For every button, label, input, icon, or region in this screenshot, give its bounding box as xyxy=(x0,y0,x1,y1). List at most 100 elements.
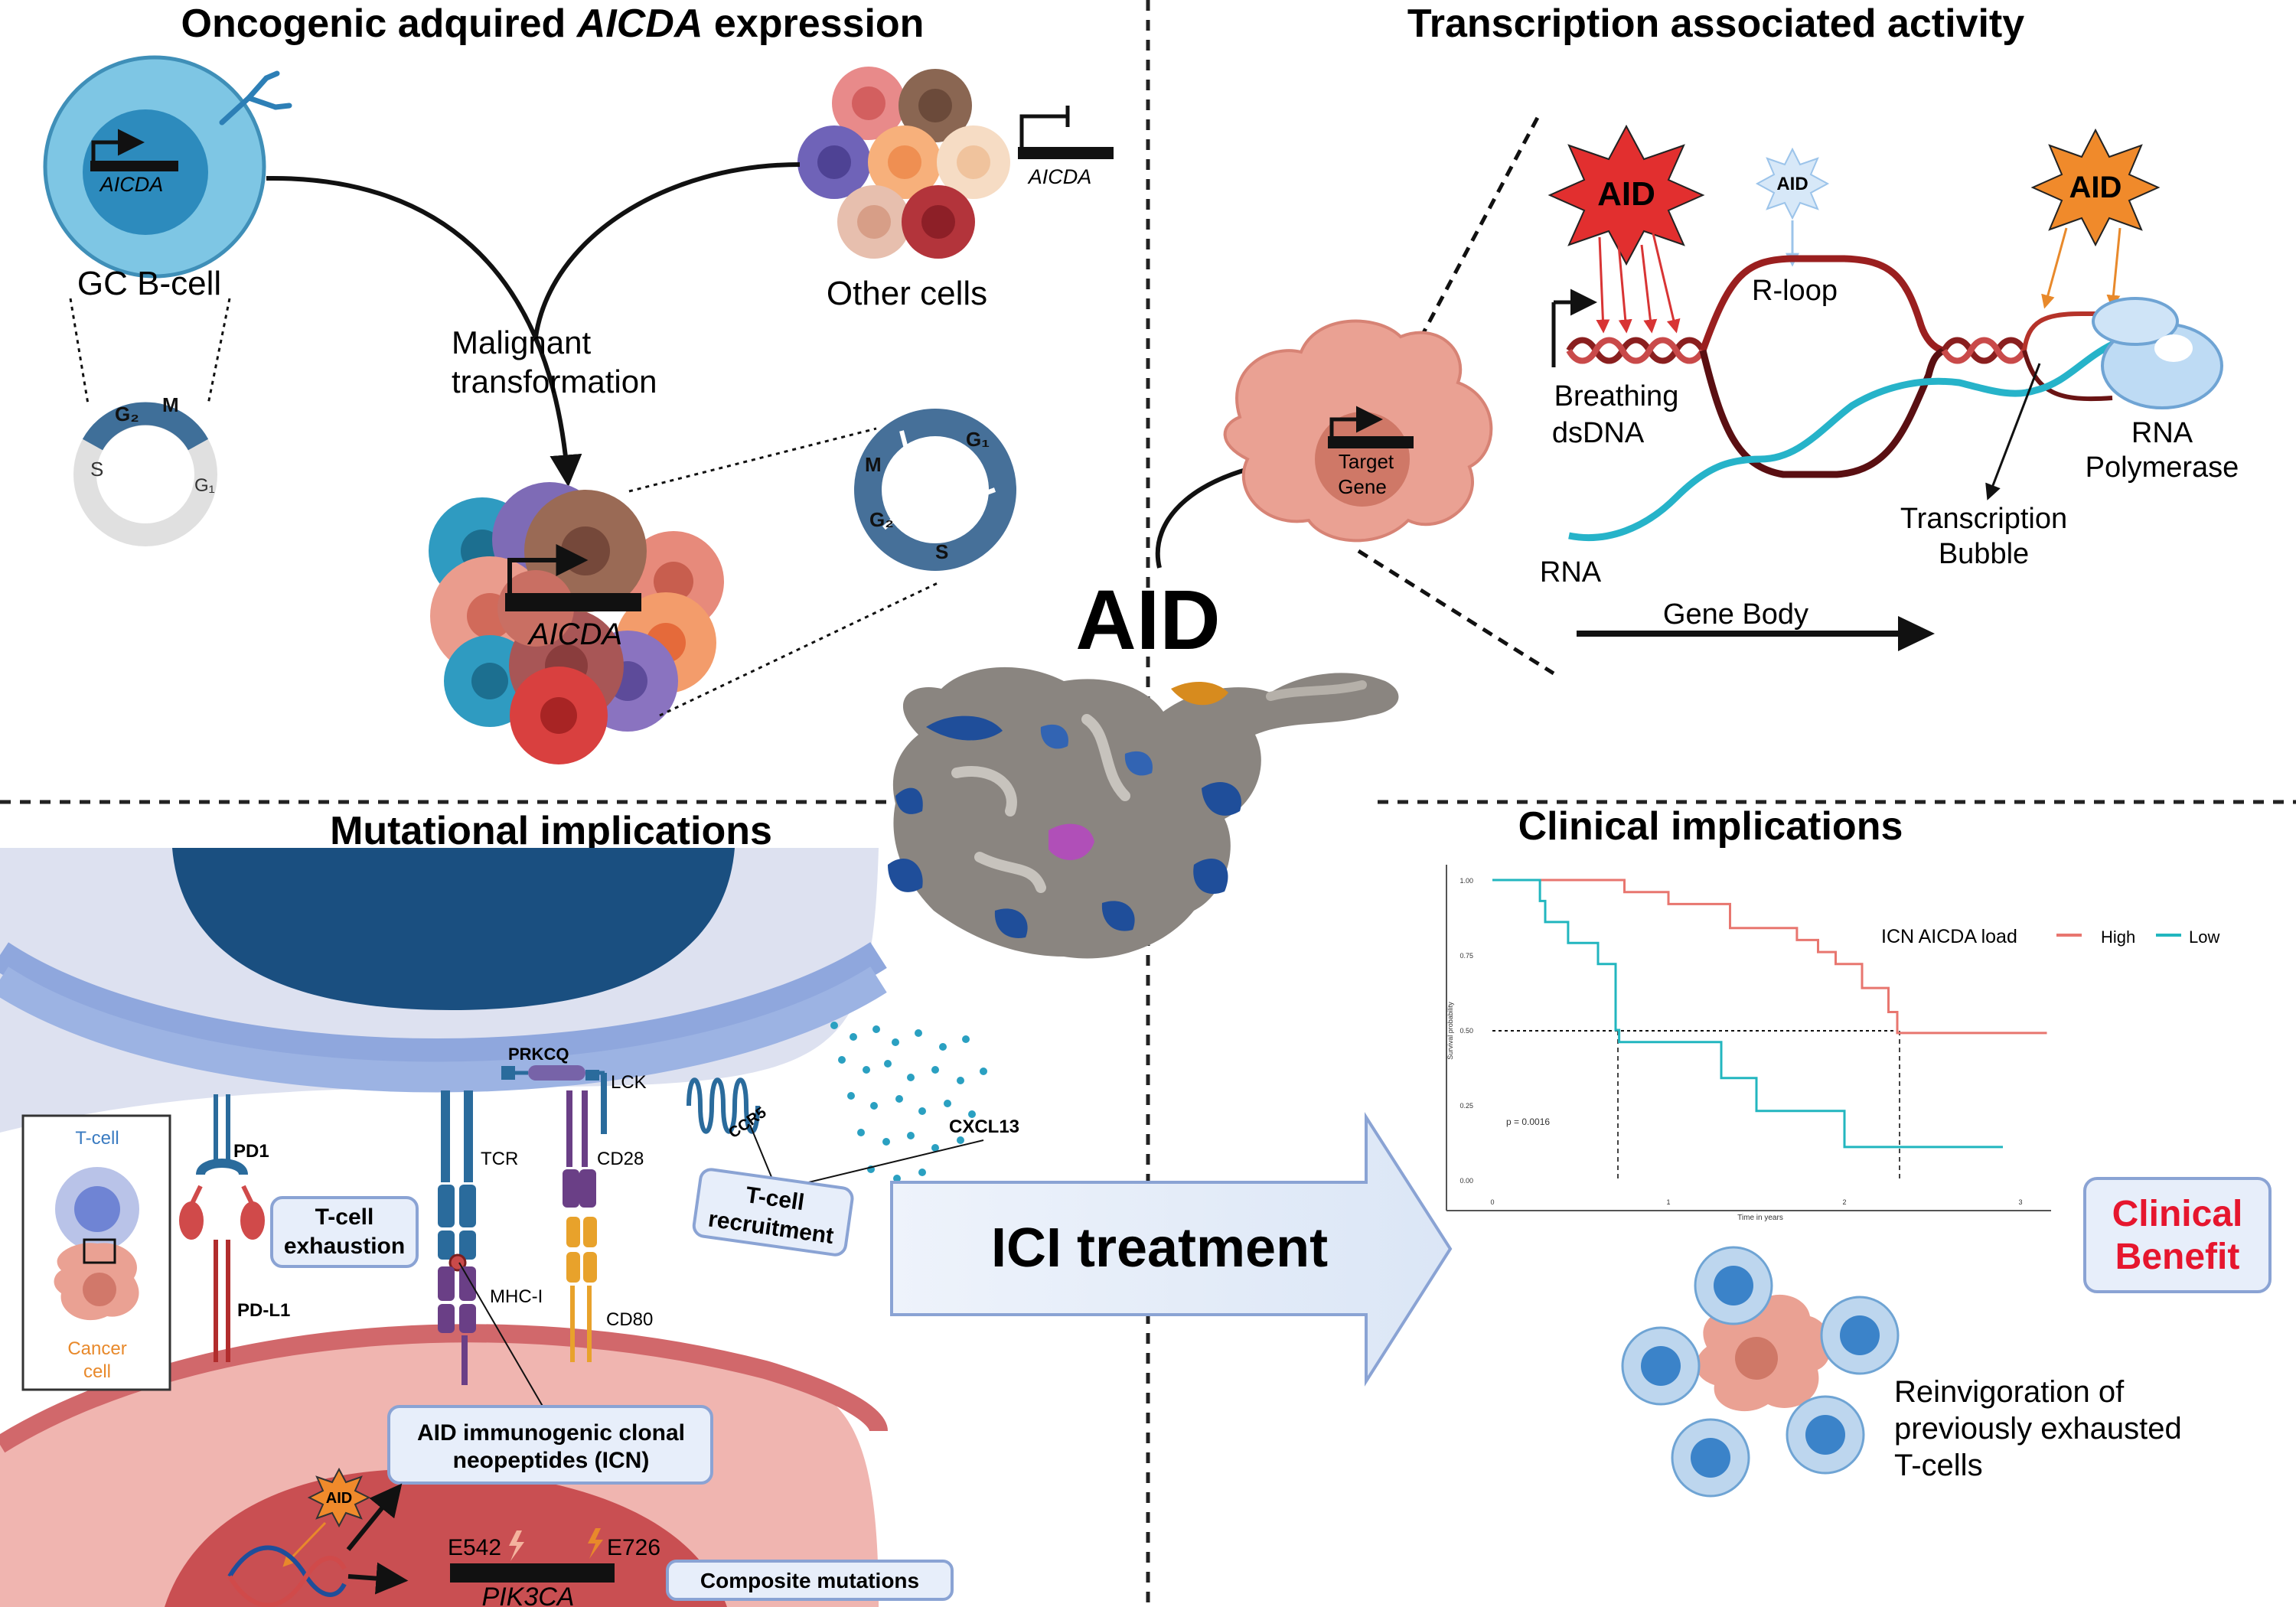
inset-tcell-cancer: T-cell Cancer cell xyxy=(21,1114,171,1391)
km-xtick-label: 3 xyxy=(2018,1198,2022,1206)
aid-star-red: AID xyxy=(1548,124,1705,266)
km-xtick-label: 0 xyxy=(1490,1198,1494,1206)
svg-text:Composite mutations: Composite mutations xyxy=(700,1569,919,1592)
svg-text:M: M xyxy=(865,453,882,476)
km-ytick-label: 1.00 xyxy=(1459,877,1473,885)
svg-text:ICI treatment: ICI treatment xyxy=(991,1217,1328,1279)
svg-text:exhaustion: exhaustion xyxy=(284,1234,405,1259)
aid-star-blue: AID xyxy=(1755,147,1830,220)
aid-protein-structure xyxy=(888,667,1399,959)
km-series-low xyxy=(1492,878,2003,1149)
rna-polymerase-icon xyxy=(2092,297,2223,409)
lightning-icon xyxy=(509,1530,524,1561)
dna-helix-icon xyxy=(227,1545,347,1607)
aid-star-small: AID xyxy=(307,1467,371,1528)
km-legend-high: High xyxy=(2101,927,2135,947)
km-ylabel: Survival probability xyxy=(1446,1002,1454,1060)
svg-text:AID immunogenic clonal: AID immunogenic clonal xyxy=(417,1420,685,1446)
title-top-left: Oncogenic adquired AICDA expression xyxy=(181,2,925,46)
cell-cycle-ring-tumor: G₁ M G₂ S xyxy=(854,409,1016,571)
svg-text:AID: AID xyxy=(2069,171,2122,204)
svg-text:S: S xyxy=(90,458,103,481)
t-cell-membrane xyxy=(0,848,887,1133)
km-xlabel: Time in years xyxy=(1737,1214,1783,1222)
title-bottom-right: Clinical implications xyxy=(1518,804,1903,849)
icn-callout: AID immunogenic clonal neopeptides (ICN) xyxy=(387,1405,713,1485)
svg-text:Breathing: Breathing xyxy=(1554,380,1679,412)
svg-text:R-loop: R-loop xyxy=(1752,275,1838,307)
svg-text:CXCL13: CXCL13 xyxy=(949,1116,1019,1137)
km-legend-title: ICN AICDA load xyxy=(1881,926,2017,947)
svg-text:G₂: G₂ xyxy=(115,403,139,425)
svg-text:PD1: PD1 xyxy=(233,1141,269,1162)
svg-text:T-cell: T-cell xyxy=(75,1128,119,1149)
km-xtick-label: 2 xyxy=(1842,1198,1846,1206)
svg-text:Gene Body: Gene Body xyxy=(1663,598,1808,631)
svg-text:E726: E726 xyxy=(607,1535,660,1560)
svg-text:dsDNA: dsDNA xyxy=(1552,417,1645,449)
exhaustion-callout: T-cell exhaustion xyxy=(270,1196,419,1268)
dna-rloop-diagram xyxy=(1551,255,2115,542)
svg-text:Clinical: Clinical xyxy=(2112,1194,2243,1234)
cxcl13-dots xyxy=(830,1022,987,1182)
svg-text:Benefit: Benefit xyxy=(2115,1237,2240,1277)
svg-text:M: M xyxy=(162,393,179,416)
tumor-aicda-gene: AICDA xyxy=(505,544,641,651)
antibody-icon xyxy=(219,70,292,125)
reinvigoration-line-2: previously exhausted xyxy=(1894,1412,2182,1446)
pik3ca-gene-bar xyxy=(450,1563,615,1583)
svg-text:Transcription: Transcription xyxy=(1900,503,2067,535)
svg-text:PIK3CA: PIK3CA xyxy=(482,1583,575,1607)
svg-text:G₁: G₁ xyxy=(966,428,990,451)
cd28-cd80-complex xyxy=(501,1065,607,1362)
svg-text:Gene: Gene xyxy=(1338,475,1387,498)
cell-cycle-ring-gc: G₂ M S G₁ xyxy=(73,393,217,546)
svg-text:TCR: TCR xyxy=(481,1149,518,1169)
svg-text:RNA: RNA xyxy=(2131,417,2193,449)
svg-text:cell: cell xyxy=(83,1361,111,1382)
svg-text:AID: AID xyxy=(1776,174,1808,194)
gc-b-cell: AICDA xyxy=(43,55,292,279)
target-cell: Target Gene xyxy=(1223,319,1493,543)
svg-text:G₁: G₁ xyxy=(194,475,215,496)
svg-text:Bubble: Bubble xyxy=(1939,538,2029,570)
ici-treatment-arrow: ICI treatment xyxy=(890,1112,1453,1387)
reinvigorated-tcells xyxy=(1621,1246,1900,1498)
svg-text:neopeptides (ICN): neopeptides (ICN) xyxy=(453,1448,650,1473)
clinical-benefit-callout: Clinical Benefit xyxy=(2083,1177,2272,1293)
other-cells-label: Other cells xyxy=(827,275,987,312)
svg-text:AICDA: AICDA xyxy=(527,618,622,651)
svg-text:AID: AID xyxy=(326,1490,352,1507)
km-xtick-label: 1 xyxy=(1666,1198,1670,1206)
composite-mutations-callout: Composite mutations xyxy=(666,1560,954,1601)
km-pvalue: p = 0.0016 xyxy=(1506,1116,1550,1127)
km-ytick-label: 0.25 xyxy=(1459,1102,1473,1110)
svg-text:S: S xyxy=(935,540,948,563)
svg-text:PD-L1: PD-L1 xyxy=(237,1300,290,1321)
km-series-high xyxy=(1492,878,2047,1035)
km-ytick-label: 0.75 xyxy=(1459,952,1473,960)
svg-text:CD80: CD80 xyxy=(606,1309,653,1330)
silenced-aicda-gene: AICDA xyxy=(1018,106,1114,188)
km-ytick-label: 0.50 xyxy=(1459,1027,1473,1035)
ccr5-receptor xyxy=(687,1077,760,1134)
reinvigoration-line-3: T-cells xyxy=(1894,1449,1983,1482)
km-legend-low: Low xyxy=(2189,927,2219,947)
gc-b-cell-label: GC B-cell xyxy=(77,265,221,302)
svg-text:CD28: CD28 xyxy=(597,1149,644,1169)
svg-text:MHC-I: MHC-I xyxy=(490,1286,543,1307)
reinvigoration-line-1: Reinvigoration of xyxy=(1894,1375,2125,1409)
recruitment-callout: T-cell recruitment xyxy=(692,1168,854,1257)
svg-text:T-cell: T-cell xyxy=(315,1204,374,1230)
svg-text:RNA: RNA xyxy=(1540,556,1602,588)
malignant-label-1: Malignant xyxy=(452,324,591,360)
title-top-right: Transcription associated activity xyxy=(1407,2,2024,46)
km-ytick-label: 0.00 xyxy=(1459,1177,1473,1185)
svg-text:G₂: G₂ xyxy=(869,508,894,531)
svg-text:Polymerase: Polymerase xyxy=(2086,451,2239,484)
km-plot: 0.00 0.25 0.50 0.75 1.00 0 1 2 3 Survival probab… xyxy=(1446,865,2219,1222)
aid-center-label: AID xyxy=(1075,573,1220,667)
svg-text:Cancer: Cancer xyxy=(67,1338,126,1359)
pd1-receptor xyxy=(179,1094,265,1362)
